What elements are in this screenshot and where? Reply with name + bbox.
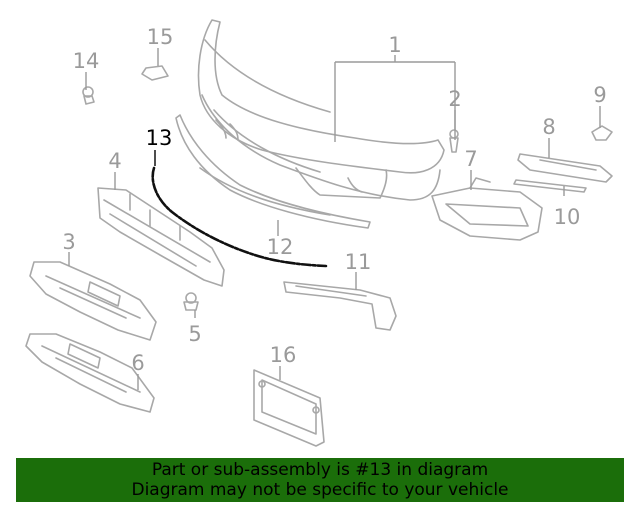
callout-7: 7 [464,147,477,171]
part-13-deflector-strip [151,166,328,268]
banner-line-disclaimer: Diagram may not be specific to your vehi… [131,480,509,500]
callout-9: 9 [593,83,606,107]
part-3-lower-absorber [29,261,157,341]
callout-13-highlighted: 13 [146,126,173,150]
part-1-bumper-cover [197,19,445,201]
callout-4: 4 [108,149,121,173]
info-banner: Part or sub-assembly is #13 in diagram D… [16,458,624,502]
callout-6: 6 [131,351,144,375]
part-11-side-bracket [283,281,397,331]
callout-10: 10 [554,205,581,229]
part-12-lower-spoiler [175,114,371,229]
part-2-bolt [449,129,459,153]
part-15-nut [141,65,169,81]
callout-8: 8 [542,115,555,139]
callout-1: 1 [388,33,401,57]
callout-3: 3 [62,230,75,254]
part-4-upper-absorber [97,187,225,287]
part-8-grille-trim [517,153,613,183]
callout-5: 5 [188,322,201,346]
part-14-screw [82,86,95,105]
callout-2: 2 [448,87,461,111]
callout-14: 14 [73,49,100,73]
banner-line-part-info: Part or sub-assembly is #13 in diagram [151,460,489,480]
part-5-clip [183,292,199,311]
part-6-bottom-absorber [25,333,155,413]
callout-12: 12 [267,235,294,259]
part-7-fog-lamp-housing [431,177,543,241]
callout-15: 15 [147,25,174,49]
leader-lines [68,48,601,390]
part-10-molding-strip [513,179,587,193]
callout-16: 16 [270,343,297,367]
part-16-license-bracket [253,369,325,447]
exploded-parts-diagram: 1 2 3 4 5 6 7 8 9 10 11 12 13 14 15 16 [25,19,613,447]
callout-11: 11 [345,250,372,274]
part-9-clip [591,125,613,141]
